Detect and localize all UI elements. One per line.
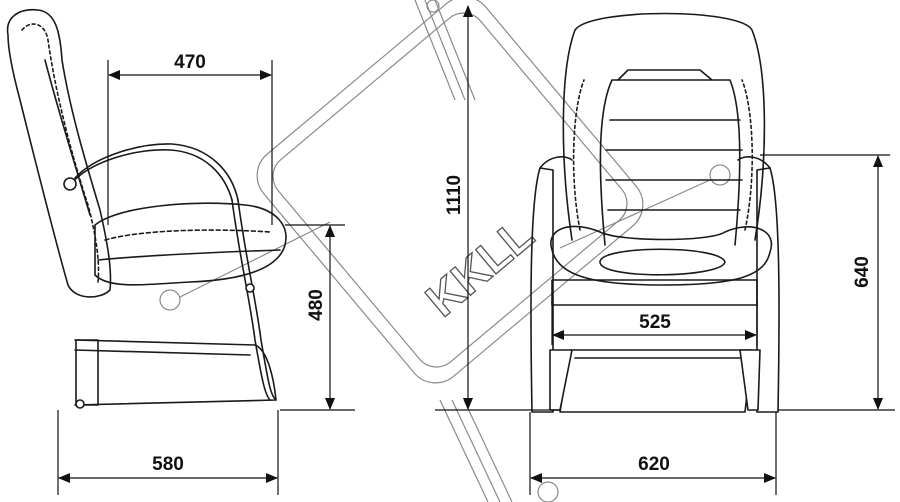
dim-label-inner-width: 525 bbox=[639, 312, 671, 333]
dim-label-total-height: 1110 bbox=[444, 175, 465, 215]
dim-label-total-depth: 580 bbox=[152, 454, 184, 475]
chair-side-view bbox=[6, 9, 287, 409]
dim-label-total-width: 620 bbox=[638, 454, 670, 475]
dim-label-seat-depth: 470 bbox=[174, 52, 206, 73]
dim-label-armrest-height: 640 bbox=[852, 256, 873, 288]
dimension-lines bbox=[57, 4, 895, 495]
dim-label-seat-height: 480 bbox=[306, 289, 327, 321]
watermark-text: KKLL bbox=[416, 208, 543, 327]
chair-front-view bbox=[530, 12, 780, 413]
